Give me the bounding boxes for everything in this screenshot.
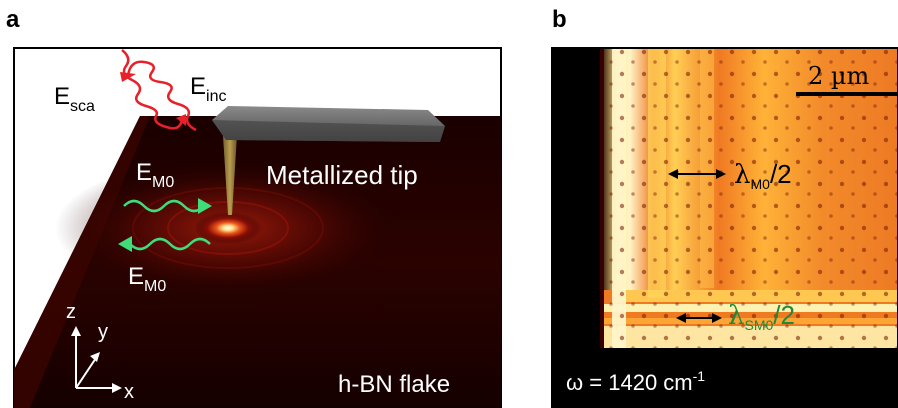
flake-label: h-BN flake [338, 371, 450, 398]
em0-bottom-label: EM0 [128, 263, 166, 295]
polariton-wave-backward [118, 236, 211, 252]
panel-b: 2 µm λM0/2 λSM0/2 ω = 1420 cm-1 [552, 48, 898, 408]
map-texture [600, 48, 898, 348]
incident-wave [121, 49, 186, 130]
lambda-m0-arrow [668, 169, 726, 179]
e-inc-label: Einc [190, 73, 226, 105]
axis-x-label: x [124, 381, 134, 403]
lambda-m0-label: λM0/2 [734, 159, 792, 192]
tip-label: Metallized tip [266, 160, 418, 190]
em0-top-label: EM0 [136, 159, 174, 191]
axis-y-label: y [98, 321, 108, 343]
panel-b-bottom-strip [552, 348, 898, 408]
coordinate-axes [71, 326, 122, 393]
scale-bar-label: 2 µm [808, 62, 869, 90]
axis-z-label: z [66, 301, 76, 323]
panel-b-frame [551, 47, 898, 408]
field-hotspot [194, 212, 262, 244]
metallized-tip [212, 106, 445, 215]
lambda-sm0-arrow [676, 313, 722, 323]
scattered-wave [120, 60, 197, 132]
panel-a: Esca Einc Metallized tip EM0 EM0 h-BN fl… [13, 47, 502, 408]
lambda-sm0-label: λSM0/2 [728, 300, 795, 333]
e-sca-label: Esca [54, 83, 95, 115]
frequency-label: ω = 1420 cm-1 [566, 368, 705, 395]
polariton-wave-forward [123, 198, 212, 214]
panel-letter-b: b [552, 6, 567, 33]
panel-letter-a: a [6, 6, 20, 33]
